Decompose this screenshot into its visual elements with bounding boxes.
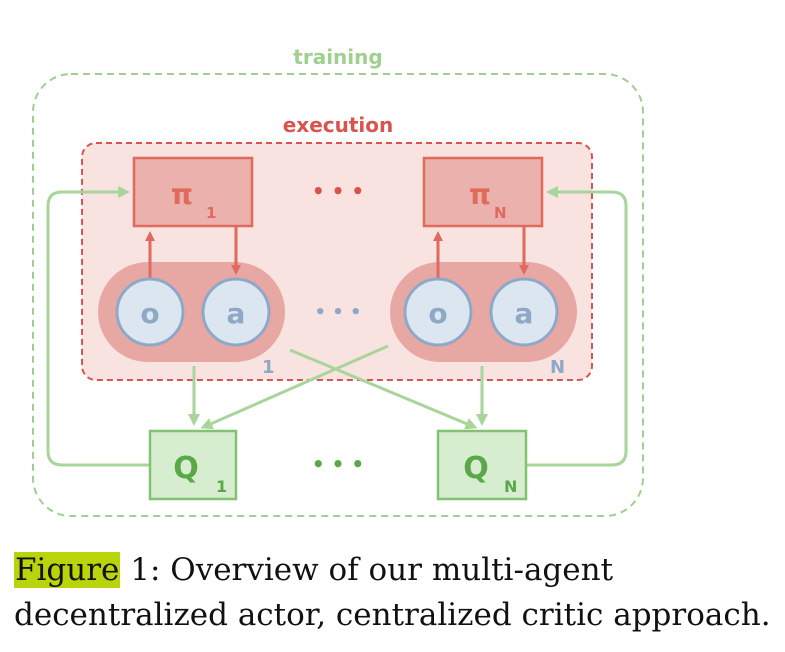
observation-label-1: o bbox=[140, 297, 159, 330]
policy-box-1 bbox=[132, 156, 254, 228]
agentN-to-critic1-arrow bbox=[200, 344, 389, 430]
criticN-to-policyN-arrow bbox=[526, 186, 628, 467]
policy-label-n: π bbox=[469, 178, 491, 211]
figure-label-highlight: Figure bbox=[14, 552, 121, 588]
observation-circle-1 bbox=[115, 277, 185, 347]
agent1-to-criticN-arrow bbox=[289, 348, 478, 430]
figure-caption: Figure 1: Overview of our multi-agent de… bbox=[14, 548, 774, 638]
critic-ellipsis: • • • bbox=[312, 452, 364, 476]
critic1-to-policy1-arrow bbox=[46, 186, 150, 467]
agent-index-n: N bbox=[550, 357, 565, 378]
policy-index-n: N bbox=[494, 204, 507, 222]
critic-box-n bbox=[436, 429, 528, 501]
action-label-n: a bbox=[515, 297, 534, 330]
diagram: training execution π 1 π N • • • o a 1 o… bbox=[32, 45, 644, 517]
action-circle-n bbox=[489, 277, 559, 347]
observation-label-n: o bbox=[428, 297, 447, 330]
training-label: training bbox=[293, 45, 382, 69]
critic-label-1: Q bbox=[173, 451, 199, 486]
critic-index-1: 1 bbox=[216, 477, 227, 496]
agent-index-1: 1 bbox=[262, 357, 275, 378]
policy-label-1: π bbox=[171, 178, 193, 211]
action-label-1: a bbox=[227, 297, 246, 330]
caption-text: 1: Overview of our multi-agent decentral… bbox=[14, 552, 771, 633]
critic-box-1 bbox=[148, 429, 238, 501]
policy-box-n bbox=[422, 156, 544, 228]
policy-index-1: 1 bbox=[206, 204, 216, 222]
critic-label-n: Q bbox=[463, 451, 489, 486]
critic-index-n: N bbox=[504, 477, 517, 496]
execution-label: execution bbox=[283, 113, 394, 137]
training-region bbox=[32, 73, 644, 517]
observation-circle-n bbox=[403, 277, 473, 347]
agent-ellipsis: • • • bbox=[314, 302, 361, 323]
action-circle-1 bbox=[201, 277, 271, 347]
policy-ellipsis: • • • bbox=[312, 179, 364, 203]
